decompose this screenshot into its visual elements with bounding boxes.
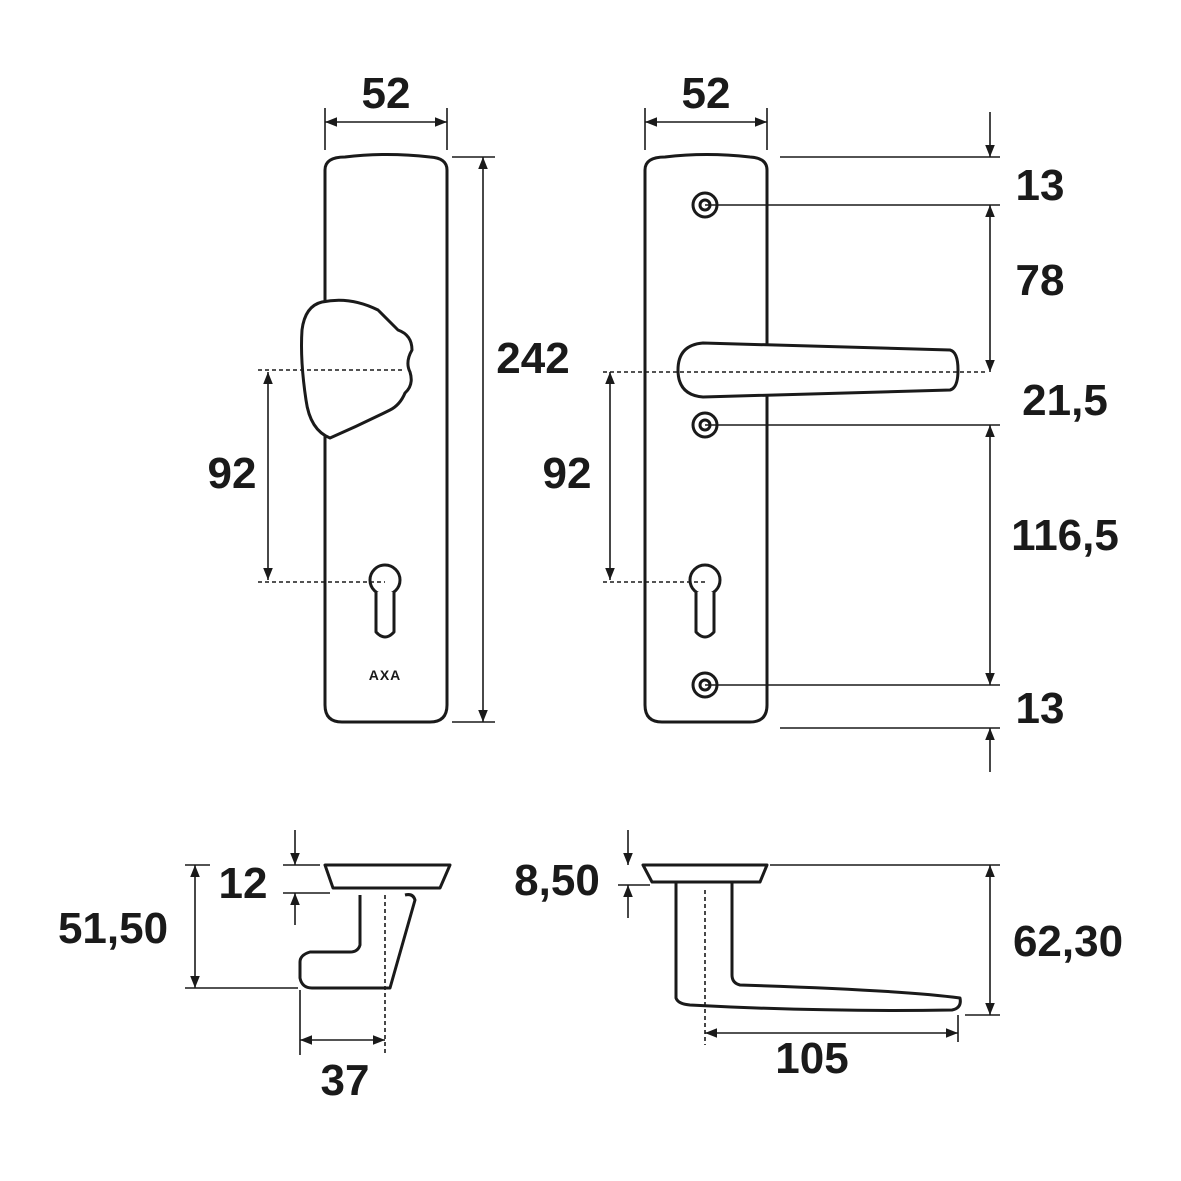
dim-13-top: 13 — [1016, 161, 1065, 210]
knob-side-view — [298, 863, 452, 1055]
lever-side-view — [641, 863, 962, 1045]
dim-116-5: 116,5 — [1011, 511, 1119, 560]
right-width-label: 52 — [682, 69, 731, 118]
left-escutcheon-plate: AXA — [300, 153, 449, 724]
knob-offset-label: 37 — [321, 1056, 370, 1105]
dim-21-5: 21,5 — [1022, 376, 1108, 425]
lever-projection-label: 62,30 — [1013, 917, 1123, 966]
dim-78: 78 — [1016, 256, 1065, 305]
lever-rosette-thickness-label: 8,50 — [514, 856, 600, 905]
left-center-distance-label: 92 — [208, 449, 257, 498]
keyhole-icon — [368, 563, 402, 639]
right-center-distance-label: 92 — [543, 449, 592, 498]
lever-length-label: 105 — [775, 1034, 848, 1083]
knob-projection-label: 51,50 — [58, 904, 168, 953]
axa-logo: AXA — [369, 667, 402, 683]
dim-13-bottom: 13 — [1016, 684, 1065, 733]
knob-icon — [300, 298, 414, 440]
left-width-label: 52 — [362, 69, 411, 118]
height-label: 242 — [496, 334, 569, 383]
right-escutcheon-plate — [643, 153, 960, 724]
knob-rosette-thickness-label: 12 — [219, 859, 268, 908]
keyhole-icon — [688, 563, 722, 639]
lever-handle-icon — [676, 341, 960, 399]
